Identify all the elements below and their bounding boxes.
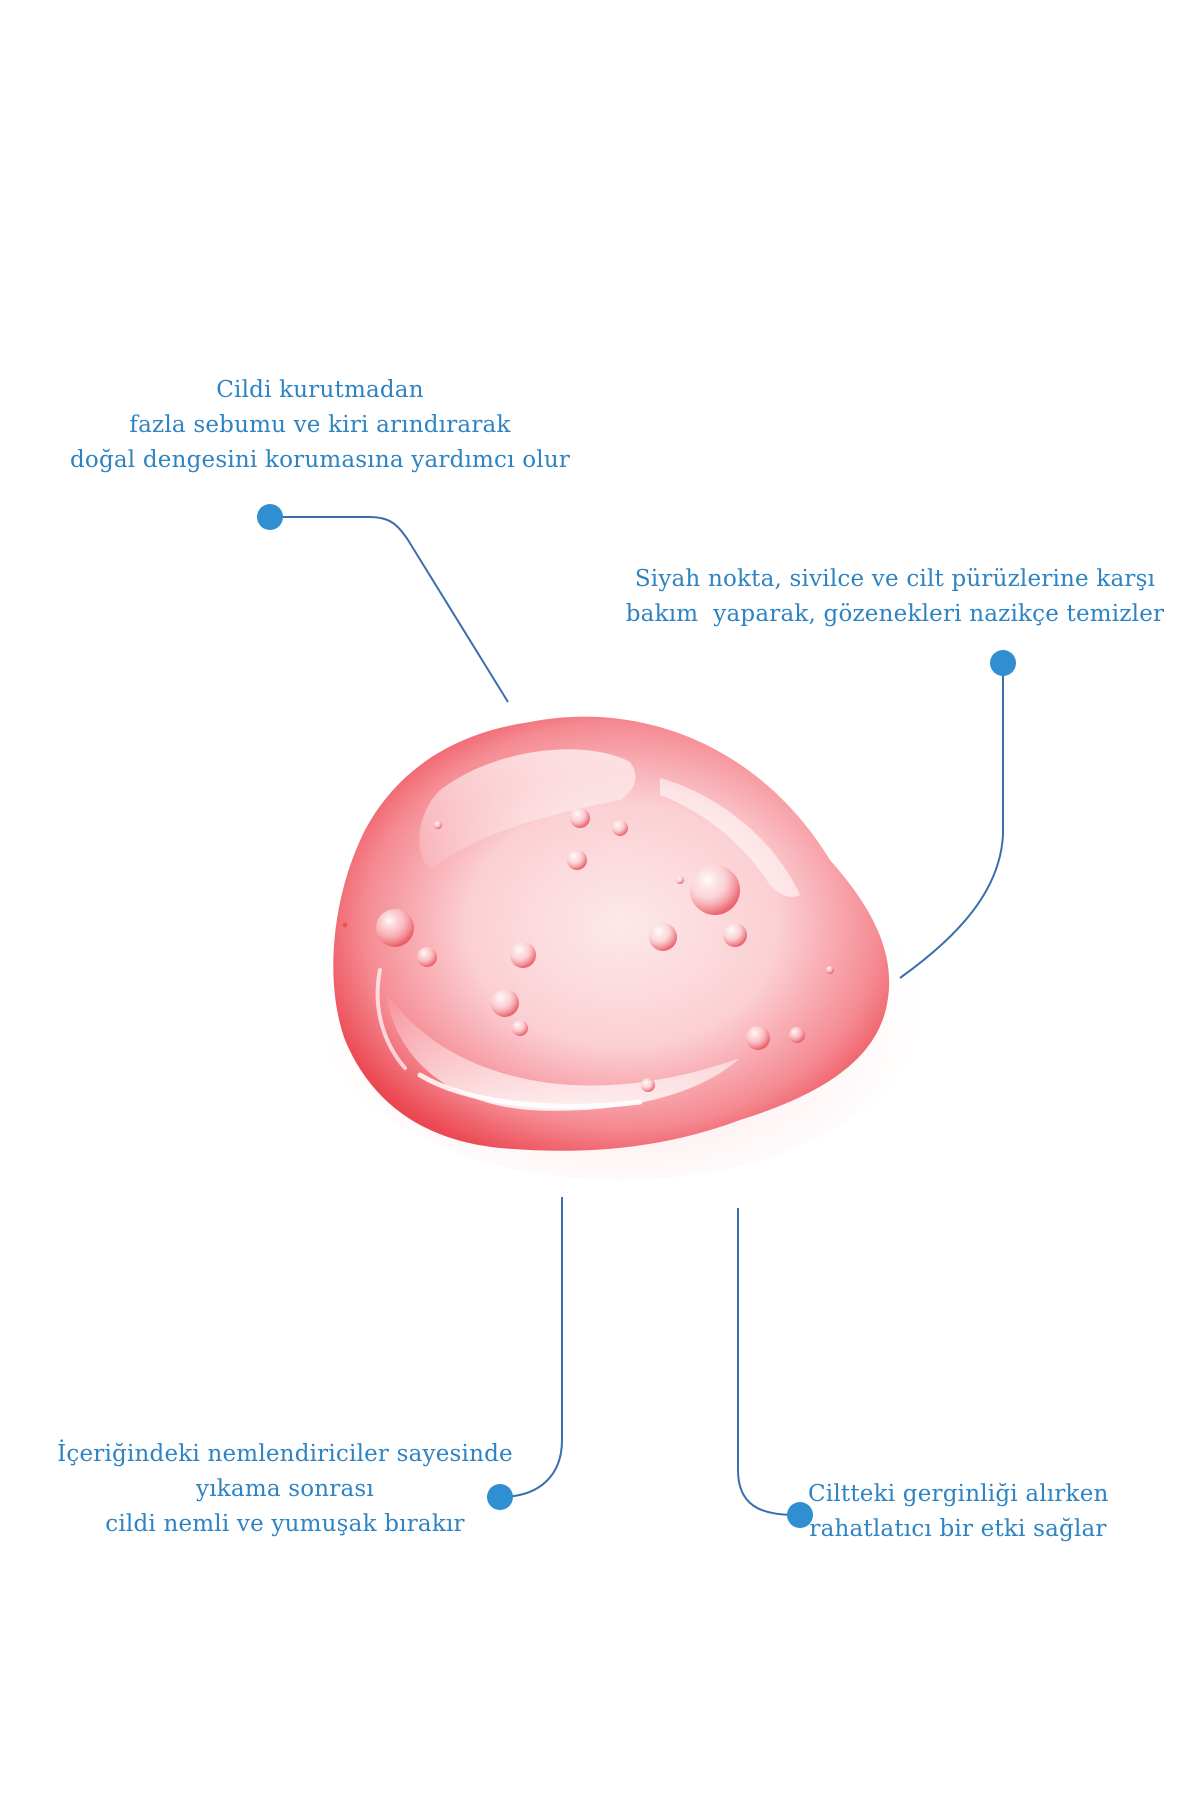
connector-dot-4 [787,1502,813,1528]
bubble [746,1026,770,1050]
bubbles [342,808,834,1092]
benefit-line: cildi nemli ve yumuşak bırakır [105,1511,465,1537]
connector-line-2 [899,663,1004,979]
benefit-line: fazla sebumu ve kiri arındırarak [129,412,511,438]
benefit-line: yıkama sonrası [196,1476,374,1502]
bubble [826,966,834,974]
droplet-right-highlight [660,778,800,897]
bubble [512,1020,528,1036]
bubble [417,947,437,967]
connector-lines [270,516,1004,1516]
benefit-line: bakım yaparak, gözenekleri nazikçe temiz… [625,601,1165,627]
benefit-callout-4: Ciltteki gerginliği alırken rahatlatıcı … [808,1477,1108,1547]
bubble [641,1078,655,1092]
connector-dot-3 [487,1484,513,1510]
benefit-callout-2: Siyah nokta, sivilce ve cilt pürüzlerine… [615,562,1175,632]
connector-dot-2 [990,650,1016,676]
bubble [376,909,414,947]
gel-droplet-icon [333,716,890,1151]
bubble [649,923,677,951]
connector-dots [257,504,1016,1528]
bubble [567,850,587,870]
bubble [612,820,628,836]
droplet-left-highlight [375,968,407,1070]
benefit-callout-3: İçeriğindeki nemlendiriciler sayesinde y… [40,1437,530,1542]
bubble [723,923,747,947]
droplet-bottom-rim [385,990,740,1111]
bubble [570,808,590,828]
benefit-line: rahatlatıcı bir etki sağlar [809,1516,1107,1542]
bubble [434,821,442,829]
benefit-line: doğal dengesini korumasına yardımcı olur [69,447,571,473]
benefit-line: Cildi kurutmadan [216,377,424,403]
droplet-bottom-curve [417,1072,643,1109]
bubble [789,1027,805,1043]
bubble [510,942,536,968]
benefit-line: İçeriğindeki nemlendiriciler sayesinde [57,1441,513,1467]
bubble [690,865,740,915]
bubble [491,989,519,1017]
bubble [342,922,348,928]
droplet-top-highlight [419,749,636,870]
bubble [676,876,684,884]
connector-dot-1 [257,504,283,530]
connector-line-1 [270,516,509,703]
benefit-line: Siyah nokta, sivilce ve cilt pürüzlerine… [634,566,1156,592]
connector-line-4 [737,1208,796,1516]
benefit-callout-1: Cildi kurutmadan fazla sebumu ve kiri ar… [60,373,580,478]
connector-line-3 [499,1197,563,1498]
benefit-line: Ciltteki gerginliği alırken [808,1481,1109,1507]
